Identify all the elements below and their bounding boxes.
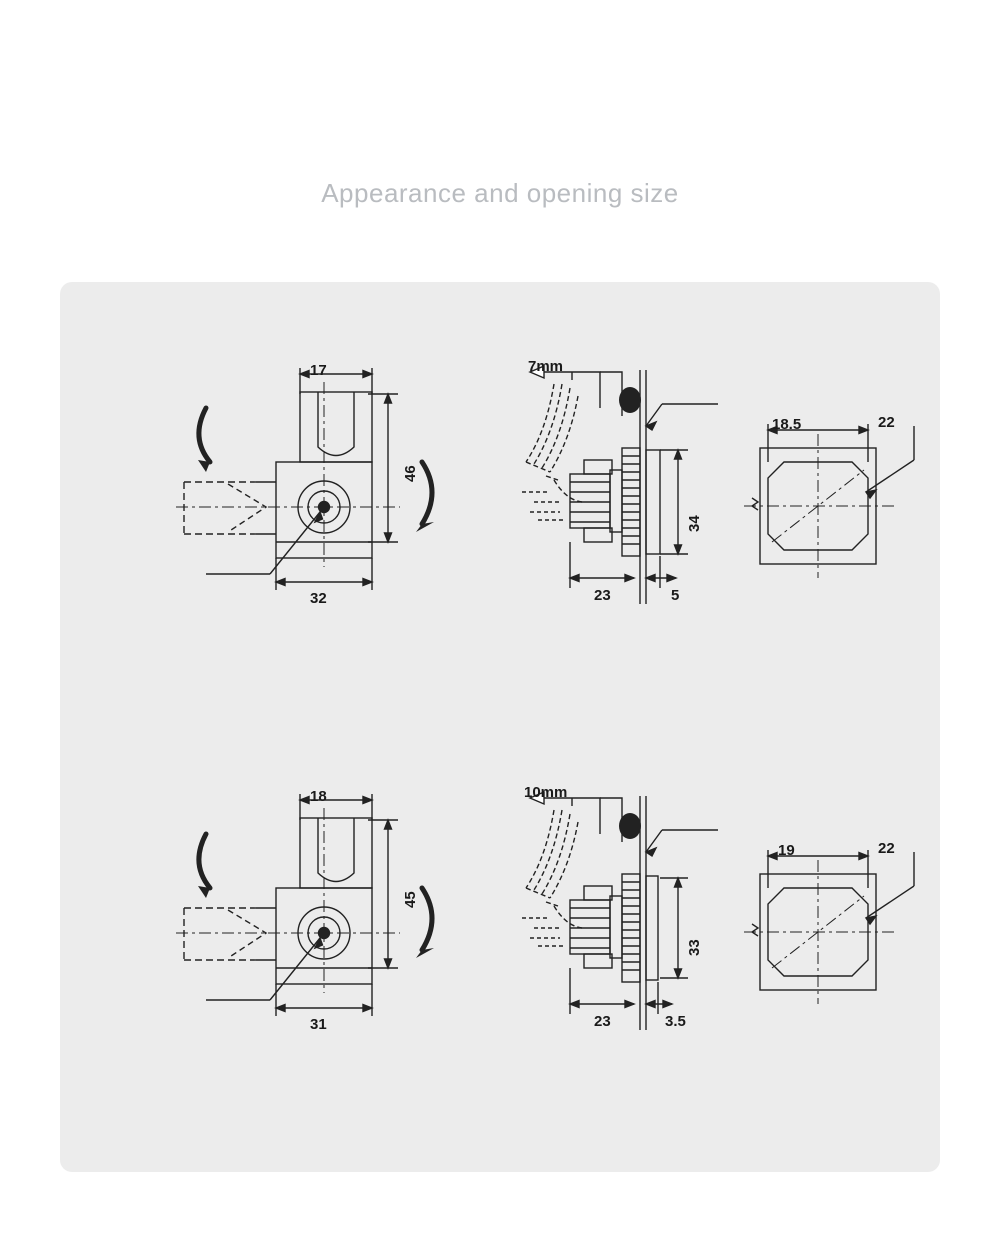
page-title: Appearance and opening size: [321, 178, 679, 208]
cam-lock-side-view-small: [522, 790, 718, 1030]
label-front-height-small: 45: [402, 891, 419, 908]
label-front-width-top-large: 17: [310, 362, 327, 379]
label-cutout-width-small: 19: [778, 842, 795, 859]
label-front-height-large: 46: [402, 465, 419, 482]
label-side-face-depth-large: 5: [671, 587, 680, 604]
label-side-body-depth-small: 23: [594, 1013, 611, 1030]
label-cutout-width-large: 18.5: [772, 416, 802, 433]
label-side-panel-thickness-small: 10mm: [524, 784, 568, 801]
label-side-panel-thickness-large: 7mm: [528, 358, 564, 375]
panel-cutout-small: [744, 850, 915, 1004]
label-front-width-body-large: 32: [310, 590, 327, 607]
cam-lock-front-view-large: [176, 368, 435, 590]
label-cutout-diagonal-small: 22: [878, 840, 895, 857]
label-side-face-depth-small: 3.5: [665, 1013, 686, 1030]
cam-lock-side-view-large: [522, 364, 718, 604]
cam-lock-front-view-small: [176, 794, 435, 1016]
label-front-width-top-small: 18: [310, 788, 327, 805]
panel-cutout-large: [744, 424, 915, 578]
label-front-width-body-small: 31: [310, 1016, 327, 1033]
label-cutout-diagonal-large: 22: [878, 414, 895, 431]
label-side-body-depth-large: 23: [594, 587, 611, 604]
diagram-panel: 17 46 32: [60, 282, 940, 1172]
